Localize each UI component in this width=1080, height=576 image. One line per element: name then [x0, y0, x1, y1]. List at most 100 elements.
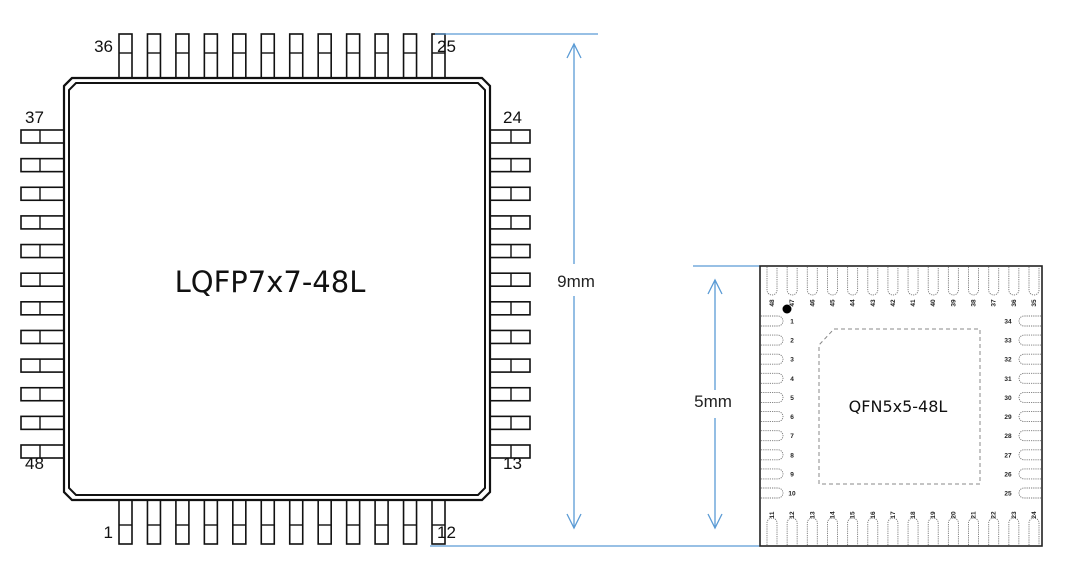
qfn-body [759, 265, 1043, 547]
qfn-pin-number-left: 3 [790, 357, 794, 364]
qfn-pad-right [1018, 353, 1041, 365]
lqfp-pin-right [489, 157, 531, 173]
lqfp-pin-right [489, 186, 531, 202]
lqfp-label: LQFP7x7-48L [175, 265, 366, 299]
qfn-pad-top [927, 267, 939, 296]
dimension-label-5mm: 5mm [694, 392, 732, 411]
qfn-pin-number-bottom: 16 [870, 511, 877, 519]
qfn-pin-number-top: 36 [1011, 299, 1018, 307]
qfn-pin-number-left: 10 [788, 491, 796, 498]
qfn-pad-bottom [927, 517, 939, 545]
qfn-pad-bottom [1008, 517, 1020, 545]
qfn-pin-number-bottom: 12 [789, 511, 796, 519]
qfn-pin-number-bottom: 22 [991, 511, 998, 519]
qfn-pin-number-top: 46 [809, 299, 816, 307]
qfn-pad-bottom [847, 517, 859, 545]
lqfp-pin-bottom [203, 499, 219, 545]
qfn-pad-left [761, 449, 784, 461]
qfn-pad-left [761, 315, 784, 327]
qfn-pin-number-right: 33 [1004, 338, 1012, 345]
lqfp-pin-label-25: 25 [437, 37, 456, 56]
qfn-pin-number-bottom: 21 [971, 511, 978, 519]
lqfp-pin-bottom [288, 499, 304, 545]
qfn-pad-right [1018, 334, 1041, 346]
lqfp-pin-left [20, 386, 65, 402]
qfn-pin-number-right: 31 [1004, 376, 1012, 383]
qfn-pin-number-left: 9 [790, 471, 794, 478]
lqfp-pin-bottom [345, 499, 361, 545]
lqfp-pin-top [402, 33, 418, 79]
qfn-pin-number-top: 40 [930, 299, 937, 307]
lqfp-pin-right [489, 358, 531, 373]
lqfp-pin-right [489, 272, 531, 287]
qfn-pad-left [761, 487, 784, 499]
arrow-up-icon [707, 278, 723, 295]
lqfp-pin-left [20, 272, 65, 287]
qfn-pin-number-bottom: 19 [930, 511, 937, 519]
qfn-pad-top [1008, 267, 1020, 296]
qfn-pad-top [766, 267, 778, 296]
qfn-pin-number-top: 35 [1031, 299, 1038, 307]
arrow-down-icon [566, 513, 582, 530]
lqfp-pin-right [489, 243, 531, 259]
arrow-down-icon [707, 513, 723, 530]
lqfp-body-chamfer-tl [63, 77, 73, 87]
qfn-pin-number-top: 38 [971, 299, 978, 307]
qfn-pin-number-left: 8 [790, 452, 794, 459]
lqfp-pin-bottom [374, 499, 389, 545]
qfn-pad-left [761, 334, 784, 346]
lqfp-pin-top [118, 33, 133, 79]
lqfp-pin-left [20, 186, 65, 202]
qfn-exposed-pad [818, 328, 981, 485]
lqfp-pin-label-37: 37 [25, 108, 44, 127]
lqfp-pin-right [489, 415, 531, 431]
lqfp-pin-label-24: 24 [503, 108, 522, 127]
qfn-pad-bottom [867, 517, 879, 545]
qfn-pin-number-bottom: 15 [850, 511, 857, 519]
lqfp-pin-left [20, 215, 65, 230]
qfn-pin-number-left: 1 [790, 319, 794, 326]
qfn-label: QFN5x5-48L [849, 397, 948, 416]
lqfp-pin-top [288, 33, 304, 79]
lqfp-pin-left [20, 157, 65, 173]
qfn-pad-top [1028, 267, 1040, 296]
qfn-pad-bottom [907, 517, 919, 545]
qfn-pad-top [806, 267, 818, 296]
qfn-pad-bottom [887, 517, 899, 545]
qfn-pin-number-right: 34 [1004, 319, 1012, 326]
qfn-pin-number-left: 4 [790, 376, 794, 383]
qfn-pin-number-left: 5 [790, 395, 794, 402]
qfn-pad-right [1018, 449, 1041, 461]
qfn-pad-right [1018, 391, 1041, 403]
qfn-pad-top [947, 267, 959, 296]
qfn-pin-number-top: 37 [991, 299, 998, 307]
qfn-pad-right [1018, 430, 1041, 442]
qfn-pad-bottom [988, 517, 1000, 545]
qfn-pin-number-bottom: 20 [950, 511, 957, 519]
qfn-pin-number-left: 6 [790, 414, 794, 421]
qfn-pin-number-right: 30 [1004, 395, 1012, 402]
qfn-pin-number-top: 43 [870, 299, 877, 307]
qfn-pad-bottom [827, 517, 838, 545]
qfn-pin-number-top: 48 [769, 299, 776, 307]
dimension-annotations: 9mm 5mm [430, 33, 760, 547]
qfn-pad-bottom [1028, 517, 1040, 545]
lqfp-pin-bottom [118, 499, 133, 545]
qfn-pin-number-right: 29 [1004, 414, 1012, 421]
qfn-pad-left [761, 391, 784, 403]
lqfp-body-inner [68, 82, 486, 496]
qfn-pad-top [887, 267, 899, 296]
qfn-pad-top [907, 267, 919, 296]
qfn-pad-bottom [947, 517, 959, 545]
qfn-pad-bottom [766, 517, 778, 545]
qfn-pad-top [988, 267, 1000, 296]
lqfp-pin-right [489, 215, 531, 230]
lqfp-pin-left [20, 415, 65, 431]
qfn-pad-right [1018, 468, 1041, 480]
lqfp-pin-bottom [175, 499, 190, 545]
lqfp-pins [20, 33, 531, 545]
lqfp-pin-label-13: 13 [503, 454, 522, 473]
lqfp-package: LQFP7x7-48L 36 25 37 48 24 13 1 12 [20, 33, 531, 545]
qfn-pad-left [761, 468, 784, 480]
qfn-pad-top [867, 267, 879, 296]
